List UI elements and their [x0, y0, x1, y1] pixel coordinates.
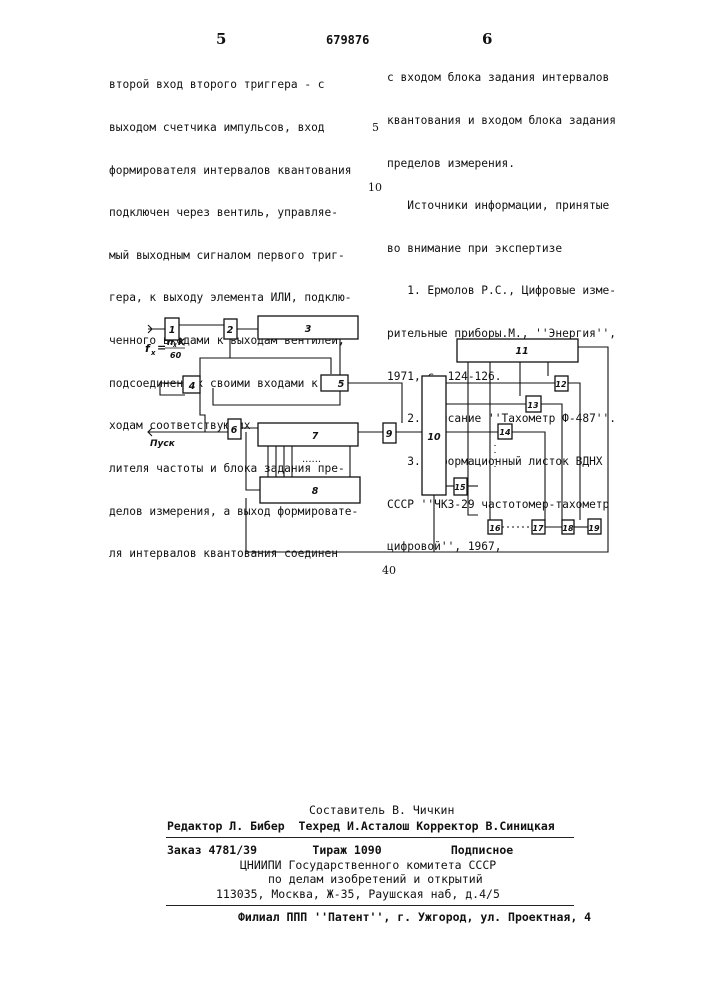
divider — [166, 837, 574, 838]
block-label: 11 — [515, 346, 528, 357]
block-7 — [258, 423, 358, 446]
wire — [512, 432, 545, 520]
wire — [160, 383, 185, 395]
wire — [200, 339, 230, 378]
block-label: 16 — [489, 524, 501, 533]
frequency-formula: f x = n x K 60 — [145, 338, 186, 360]
formula-num-k: K — [178, 338, 186, 348]
block-label: 10 — [427, 432, 441, 443]
wire — [568, 383, 580, 520]
wire — [434, 347, 608, 552]
wire — [468, 362, 478, 515]
start-label: Пуск — [150, 439, 176, 449]
wire — [230, 358, 331, 374]
block-label: 3 — [305, 324, 312, 335]
figure-number: 40 — [382, 564, 396, 577]
wire — [200, 392, 228, 432]
imprint-composer: Составитель В. Чичкин — [309, 803, 454, 818]
imprint-address: 113035, Москва, Ж-35, Раушская наб, д.4/… — [216, 887, 500, 902]
imprint-editors: Редактор Л. Бибер Техред И.Асталош Корре… — [167, 819, 555, 834]
imprint-publisher-2: по делам изобретений и открытий — [268, 872, 483, 887]
formula-sub: x — [150, 349, 156, 357]
imprint-order: Заказ 4781/39 Тираж 1090 Подписное — [167, 843, 513, 858]
block-label: 5 — [338, 379, 345, 390]
wire — [541, 404, 562, 520]
block-label: 9 — [386, 429, 393, 440]
block-label: 17 — [532, 524, 544, 533]
imprint-publisher: ЦНИИПИ Государственного комитета СССР — [240, 858, 496, 873]
block-label: 15 — [454, 483, 466, 492]
block-label: 4 — [188, 381, 196, 392]
formula-den: 60 — [170, 351, 182, 360]
block-label: 12 — [555, 380, 567, 389]
block-8 — [260, 477, 360, 503]
wire — [490, 362, 498, 532]
imprint-branch: Филиал ППП ''Патент'', г. Ужгород, ул. П… — [238, 910, 591, 925]
block-label: 2 — [227, 325, 234, 336]
block-label: 1 — [169, 325, 176, 336]
block-label: 7 — [312, 431, 319, 442]
block-label: 19 — [588, 524, 600, 533]
block-label: 14 — [499, 428, 511, 437]
block-label: 6 — [231, 425, 238, 436]
formula-eq: = — [157, 341, 166, 354]
divider — [166, 905, 574, 906]
block-label: 8 — [312, 486, 319, 497]
ellipsis: ...... — [302, 454, 321, 465]
block-label: 13 — [527, 401, 539, 410]
wire — [348, 383, 402, 423]
block-label: 18 — [562, 524, 574, 533]
